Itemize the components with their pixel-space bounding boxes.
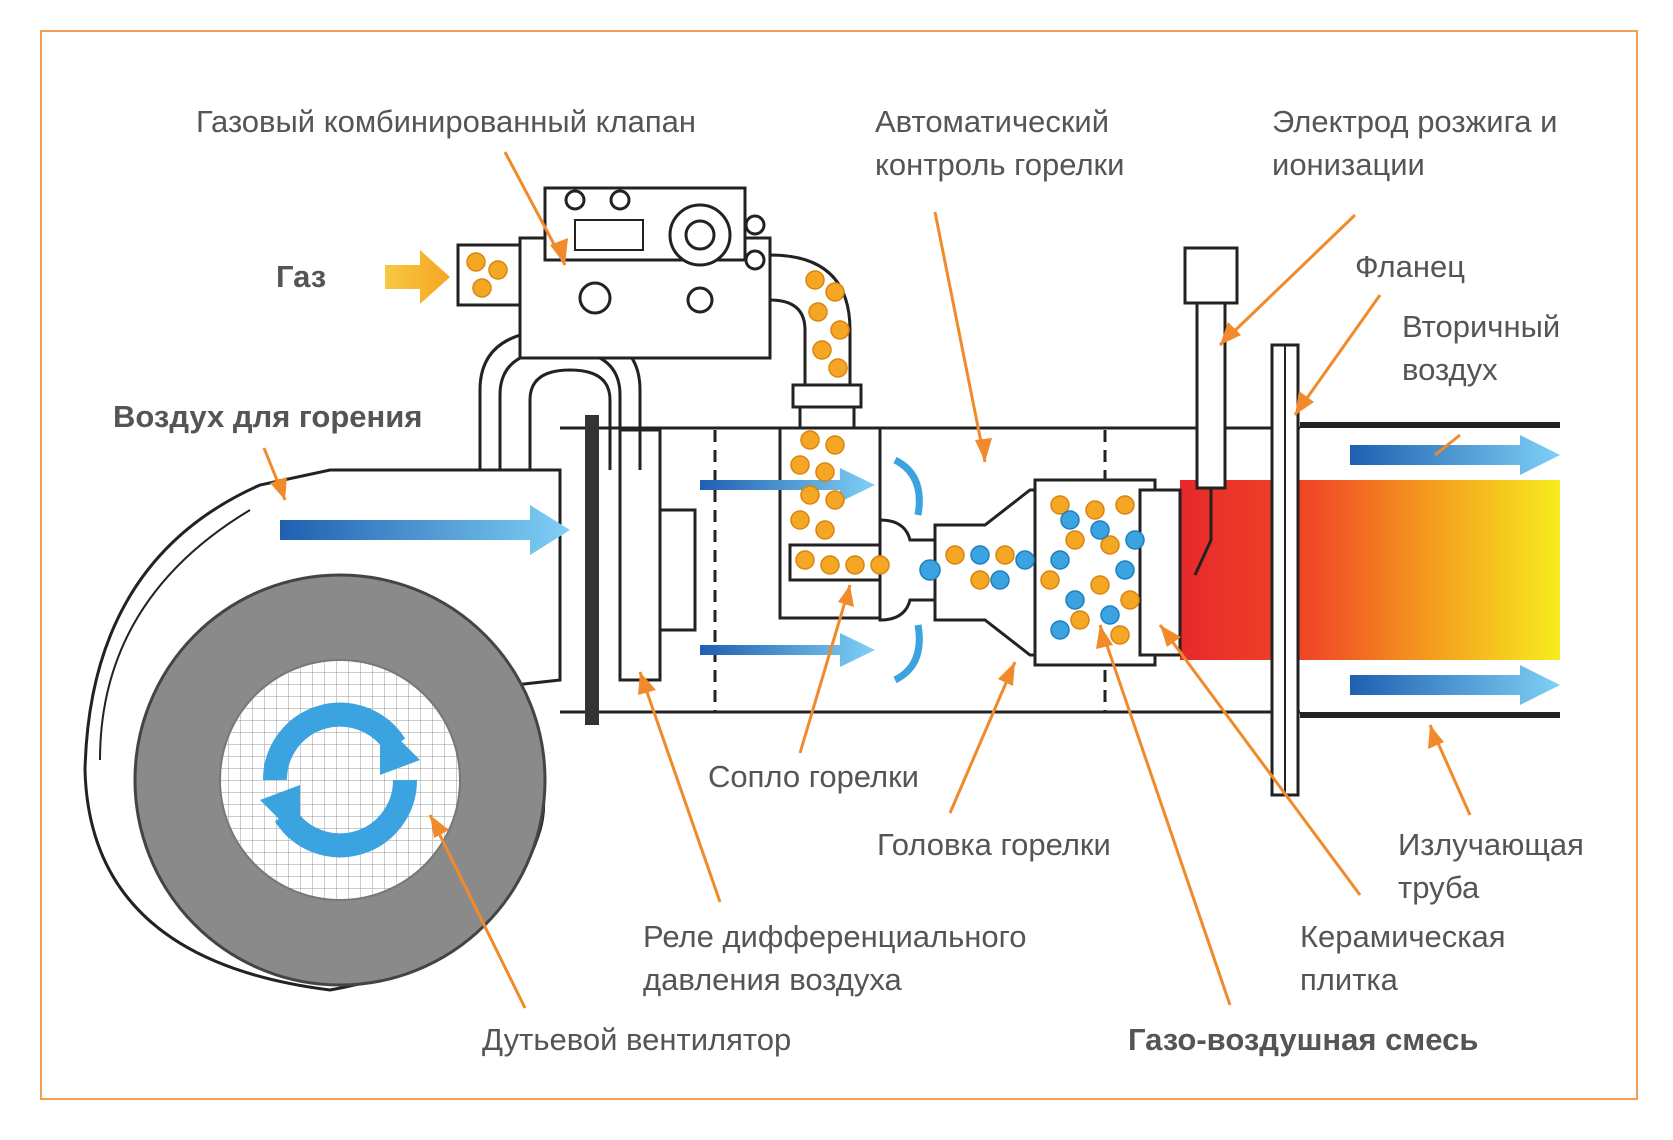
label-ceramic-tile-line1: Керамическая: [1300, 919, 1506, 954]
label-electrode-line2: ионизации: [1272, 147, 1425, 182]
leader-arrowheads: [270, 238, 1444, 838]
diagram-frame: [40, 30, 1638, 1100]
label-flange: Фланец: [1355, 249, 1465, 284]
combustion-air-arrows: [280, 456, 923, 684]
secondary-air-arrows: [1350, 435, 1560, 705]
label-auto-control-line2: контроль горелки: [875, 147, 1125, 182]
gas-valve: [456, 186, 772, 360]
label-nozzle: Сопло горелки: [708, 759, 919, 794]
label-blower-fan: Дутьевой вентилятор: [482, 1022, 792, 1057]
label-pressure-relay-line2: давления воздуха: [643, 962, 902, 997]
label-pressure-relay-line1: Реле дифференциального: [643, 919, 1027, 954]
label-combustion-air: Воздух для горения: [113, 399, 423, 434]
flame: [1180, 480, 1560, 660]
mounting-plate: [585, 415, 697, 725]
radiant-tube: [1300, 422, 1560, 718]
label-gas-air-mix: Газо-воздушная смесь: [1128, 1022, 1479, 1057]
label-radiant-tube-line2: труба: [1398, 870, 1480, 905]
air-particles: [919, 510, 1145, 640]
label-gas: Газ: [276, 259, 327, 294]
gas-inlet-arrow: [385, 250, 450, 304]
label-burner-head: Головка горелки: [877, 827, 1111, 862]
flange: [1270, 343, 1300, 797]
label-electrode-line1: Электрод розжига и: [1272, 104, 1558, 139]
label-secondary-air-line2: воздух: [1402, 352, 1498, 387]
leader-lines: [262, 151, 1472, 1009]
label-ceramic-tile-line2: плитка: [1300, 962, 1398, 997]
label-auto-control-line1: Автоматический: [875, 104, 1110, 139]
blower-fan: [133, 573, 547, 987]
label-secondary-air-line1: Вторичный: [1402, 309, 1561, 344]
label-gas-valve: Газовый комбинированный клапан: [196, 104, 697, 139]
label-radiant-tube-line1: Излучающая: [1398, 827, 1584, 862]
gas-particles: [466, 252, 1140, 645]
ignition-electrode: [1183, 246, 1239, 576]
rotation-icon: [260, 702, 420, 858]
